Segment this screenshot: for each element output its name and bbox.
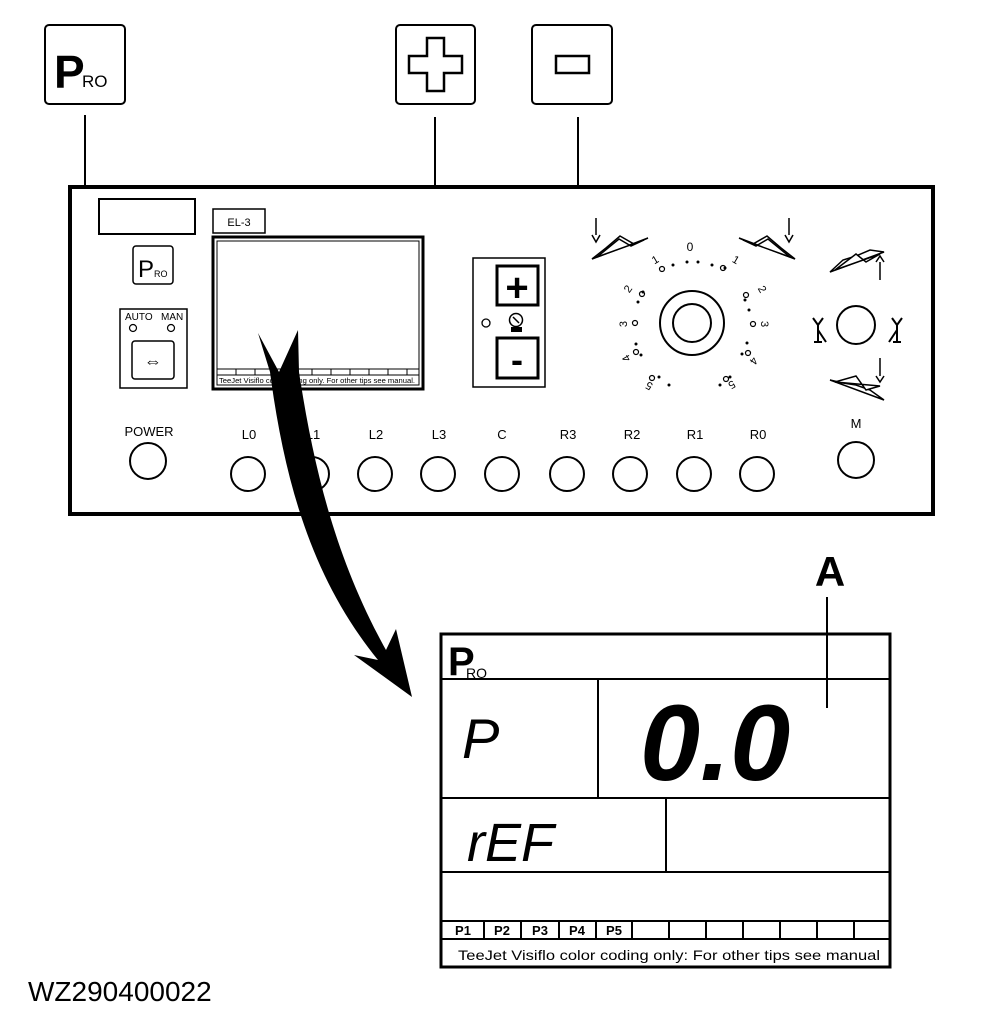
console-blank-label <box>98 198 196 235</box>
section-button-l3[interactable] <box>420 456 456 492</box>
dial-number-right-2: 2 <box>755 284 768 295</box>
plus-key-callout <box>395 24 476 105</box>
preset-p2: P2 <box>494 923 510 938</box>
section-button-r2[interactable] <box>612 456 648 492</box>
section-label-l3: L3 <box>432 427 446 442</box>
dial-number-left-1: 1 <box>650 254 661 267</box>
console-screen: TeeJet Visiflo color coding only. For ot… <box>211 235 425 391</box>
tilt-left-icon <box>812 317 827 343</box>
power-label: POWER <box>124 424 173 439</box>
minus-key-callout <box>531 24 613 105</box>
boom-fold-left-icon <box>591 218 649 260</box>
auto-label: AUTO <box>125 312 153 323</box>
dial-number-right-1: 1 <box>730 254 741 267</box>
dial-number-right-4: 4 <box>747 354 760 366</box>
screen-mini-footer: TeeJet Visiflo color coding only. For ot… <box>219 378 415 385</box>
man-indicator-led <box>166 323 176 333</box>
mode-toggle-button[interactable] <box>131 340 175 380</box>
tilt-knob[interactable] <box>836 305 876 345</box>
dial-knob[interactable] <box>659 290 725 356</box>
section-button-l0[interactable] <box>230 456 266 492</box>
indicator-led <box>481 318 491 328</box>
tilt-right-icon <box>888 317 903 343</box>
display-pro-logo: P RO <box>448 640 487 684</box>
dial-open-dots <box>631 264 757 383</box>
section-button-r0[interactable] <box>739 456 775 492</box>
preset-p3: P3 <box>532 923 548 938</box>
pro-key-callout: P RO <box>44 24 126 105</box>
display-pro-small-letters: RO <box>466 665 487 681</box>
section-label-r3: R3 <box>560 427 577 442</box>
section-label-c: C <box>497 427 506 442</box>
section-label-r0: R0 <box>750 427 767 442</box>
dial-number-left-4: 4 <box>620 352 633 363</box>
dial-number-left-2: 2 <box>622 283 635 295</box>
section-button-r1[interactable] <box>676 456 712 492</box>
preset-p5: P5 <box>606 923 622 938</box>
model-label: EL-3 <box>212 208 266 234</box>
auto-indicator-led <box>128 323 138 333</box>
zoom-arrow-icon <box>258 330 412 697</box>
minus-button[interactable]: - <box>495 336 540 380</box>
dial-number-right-5: 5 <box>726 377 737 390</box>
boom-raise-icon <box>829 249 885 280</box>
gauge-icon <box>508 312 524 332</box>
svg-text:EL-3: EL-3 <box>227 217 250 229</box>
figure-id: WZ290400022 <box>28 976 212 1007</box>
pro-button[interactable]: P RO <box>132 245 174 285</box>
display-pro-big-letter: P <box>448 640 475 684</box>
section-label-r2: R2 <box>624 427 641 442</box>
section-label-r1: R1 <box>687 427 704 442</box>
display-footer-text: TeeJet Visiflo color coding only: For ot… <box>458 947 880 963</box>
power-button[interactable] <box>129 442 167 480</box>
callout-letter-a: A <box>815 548 845 595</box>
preset-p1: P1 <box>455 923 471 938</box>
display-parameter-label: P <box>462 707 499 770</box>
dial-number-left-3: 3 <box>618 321 630 327</box>
swap-arrow-icon: ⇔ <box>144 351 162 371</box>
dial-number-0: 0 <box>687 240 694 254</box>
pro-button-big-letter: P <box>138 256 154 283</box>
section-label-l0: L0 <box>242 427 256 442</box>
section-label-l2: L2 <box>369 427 383 442</box>
minus-icon: - <box>511 339 523 380</box>
section-button-l2[interactable] <box>357 456 393 492</box>
boom-lower-icon <box>829 358 885 401</box>
man-label: MAN <box>161 312 183 323</box>
pro-key-small-letters: RO <box>82 72 108 91</box>
boom-fold-right-icon <box>738 218 796 260</box>
auto-man-switch: AUTO MAN ⇔ <box>119 308 188 389</box>
m-button[interactable] <box>837 441 875 479</box>
plus-outline-icon <box>407 36 464 93</box>
pressure-adjust-group: + - <box>472 257 546 388</box>
minus-outline-icon <box>554 54 591 75</box>
section-button-c[interactable] <box>484 456 520 492</box>
m-label: M <box>851 416 862 431</box>
dial-number-left-5: 5 <box>644 378 655 391</box>
dial-number-right-3: 3 <box>758 321 770 327</box>
plus-button[interactable]: + <box>495 264 540 310</box>
display-mode-label: rEF <box>467 813 557 873</box>
pro-key-big-letter: P <box>54 46 85 98</box>
display-value: 0.0 <box>640 682 790 803</box>
pro-button-small-letters: RO <box>154 269 168 279</box>
boom-selector-dial: 0 1 2 3 4 5 1 2 3 4 5 <box>618 240 770 392</box>
section-button-r3[interactable] <box>549 456 585 492</box>
zoomed-display: P RO P 0.0 rEF P1 P2 P3 P4 P5 TeeJet Vis… <box>439 632 892 969</box>
preset-p4: P4 <box>569 923 586 938</box>
plus-icon: + <box>505 266 528 310</box>
